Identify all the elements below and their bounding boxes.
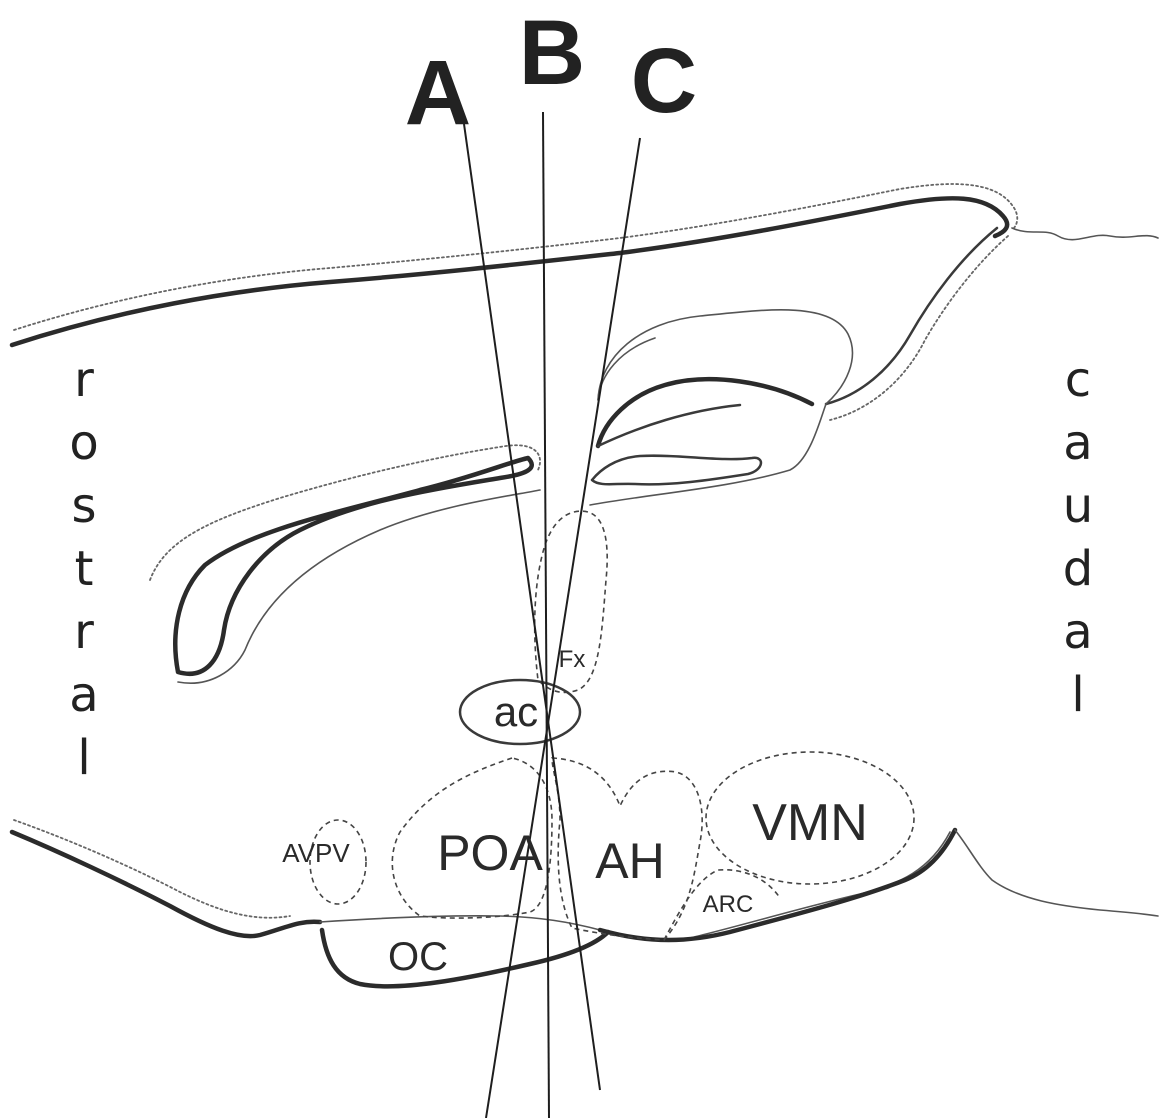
ah-label: AH bbox=[595, 833, 664, 889]
section-label-a: A bbox=[405, 42, 471, 144]
oc-label: OC bbox=[388, 935, 448, 979]
rostral-letter: l bbox=[77, 730, 90, 786]
section-label-b: B bbox=[519, 2, 585, 104]
vmn-label: VMN bbox=[752, 794, 868, 852]
rostral-letter: o bbox=[69, 415, 98, 471]
upper-right-ventricle bbox=[598, 338, 812, 446]
corpus-callosum-outline bbox=[598, 228, 1008, 420]
middle-right-ventricle bbox=[590, 404, 826, 505]
caudal-letter: c bbox=[1065, 352, 1091, 408]
caudal-letter: a bbox=[1063, 604, 1092, 660]
caudal-letter: d bbox=[1063, 541, 1093, 597]
section-label-c: C bbox=[631, 30, 697, 132]
left-ventricle bbox=[150, 445, 540, 683]
ac-label: ac bbox=[494, 688, 538, 735]
rostral-letter: s bbox=[71, 478, 96, 534]
rostral-letter: r bbox=[74, 604, 94, 660]
caudal-letter: a bbox=[1063, 415, 1092, 471]
poa-label: POA bbox=[437, 825, 543, 881]
arc-label: ARC bbox=[703, 891, 754, 918]
rostral-letter: r bbox=[74, 352, 94, 408]
section-line-a bbox=[464, 124, 600, 1090]
caudal-letter: l bbox=[1071, 667, 1084, 723]
optic-chiasm-outline bbox=[322, 930, 608, 986]
section-line-c bbox=[486, 138, 640, 1118]
ventral-brain-outline bbox=[12, 820, 1158, 940]
fx-label: Fx bbox=[559, 646, 586, 673]
caudal-letter: u bbox=[1063, 478, 1093, 534]
dorsal-brain-outline bbox=[12, 184, 1158, 345]
rostral-letter: t bbox=[75, 541, 94, 597]
avpv-label: AVPV bbox=[282, 838, 350, 868]
rostral-letter: a bbox=[69, 667, 98, 723]
